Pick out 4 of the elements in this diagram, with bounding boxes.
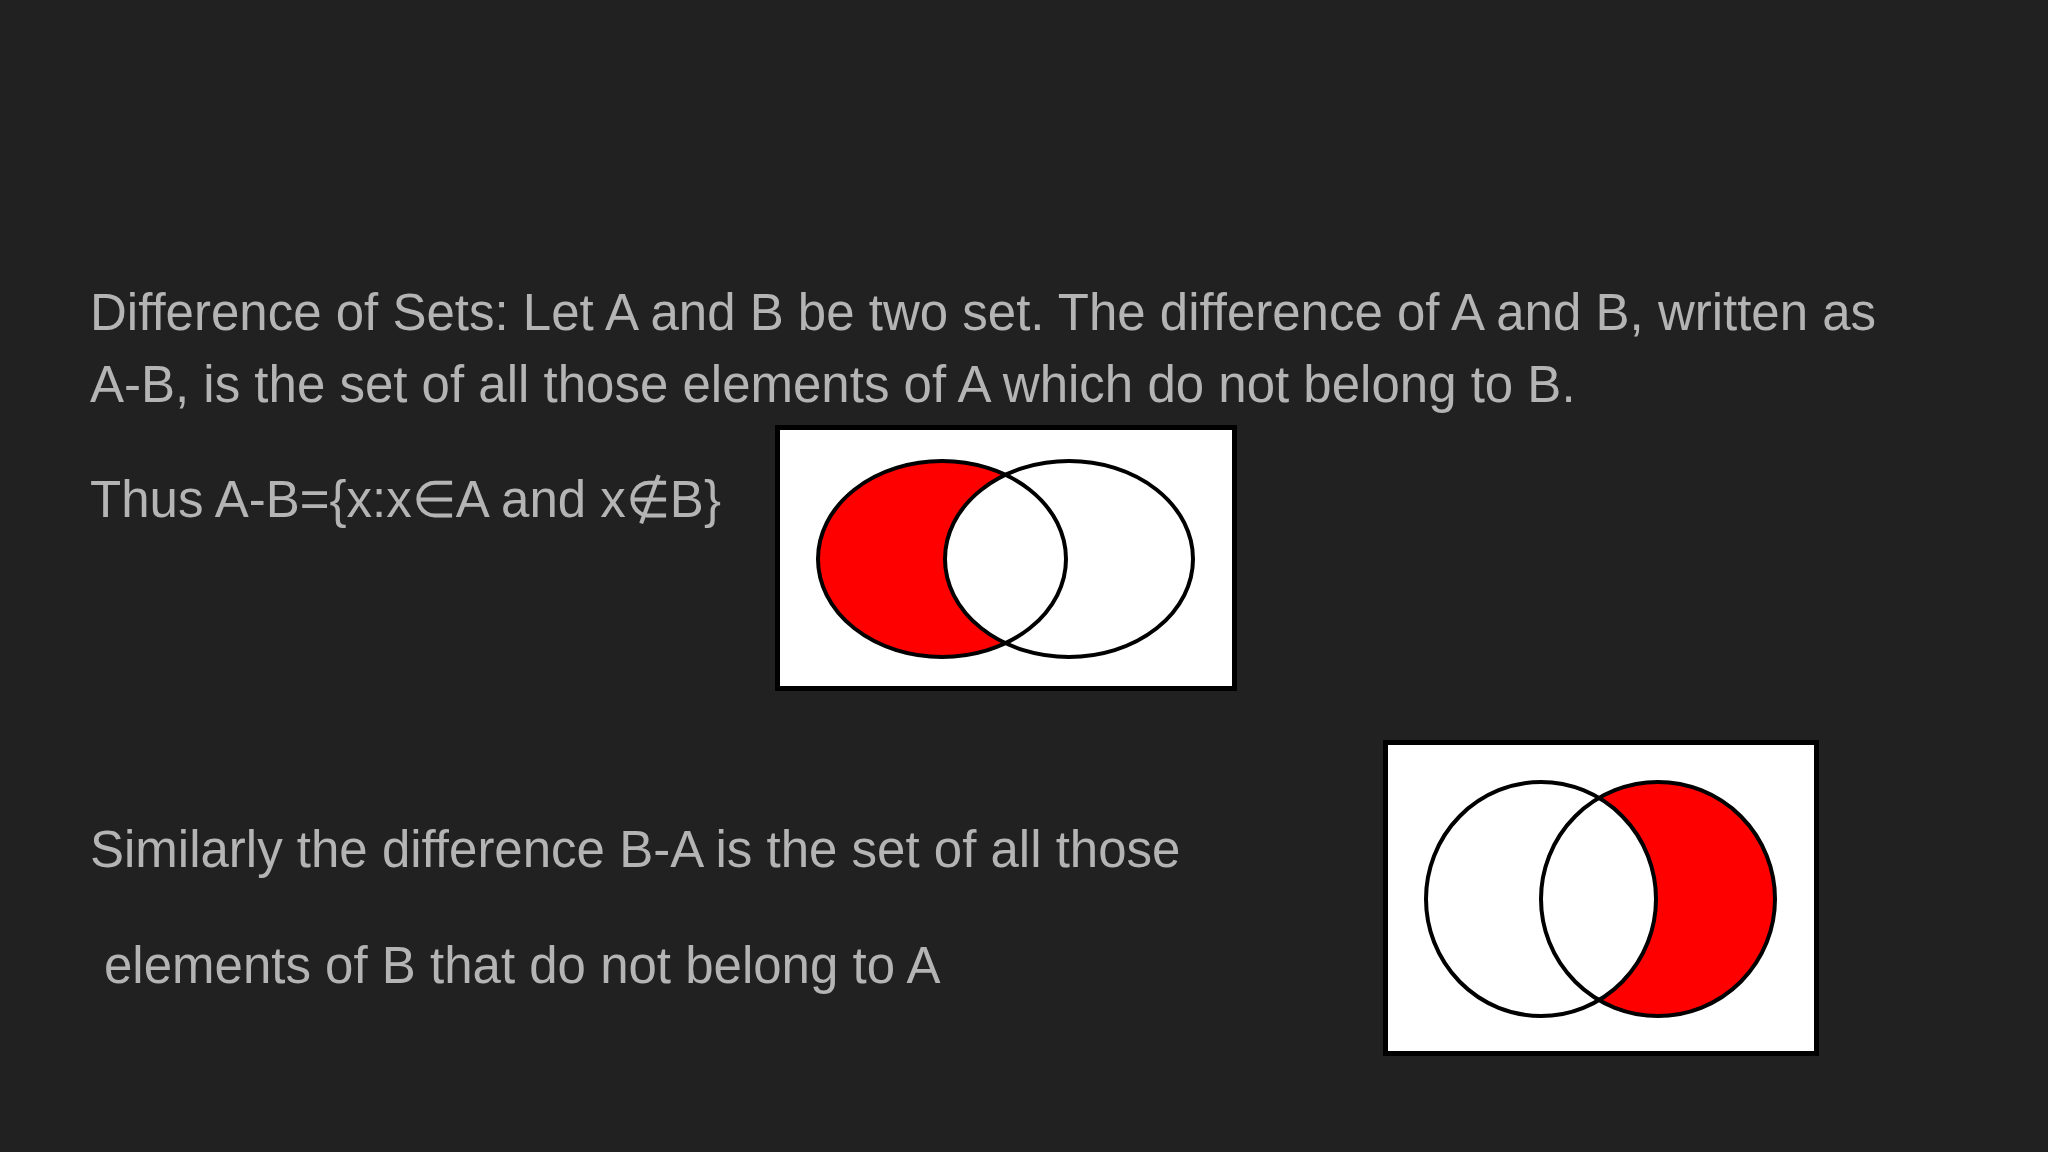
- body-text: elements of B that do not belong to A: [104, 936, 941, 996]
- body-text: Similarly the difference B-A is the set of all those: [90, 820, 1181, 880]
- definition-paragraph: Difference of Sets: Let A and B be two set. The difference of A and B, written as A-B, is the set of all those elements of A which do not belong to B.: [90, 283, 1878, 415]
- set-builder-formula: Thus A-B={x:x∈A and x∉B}: [90, 470, 721, 530]
